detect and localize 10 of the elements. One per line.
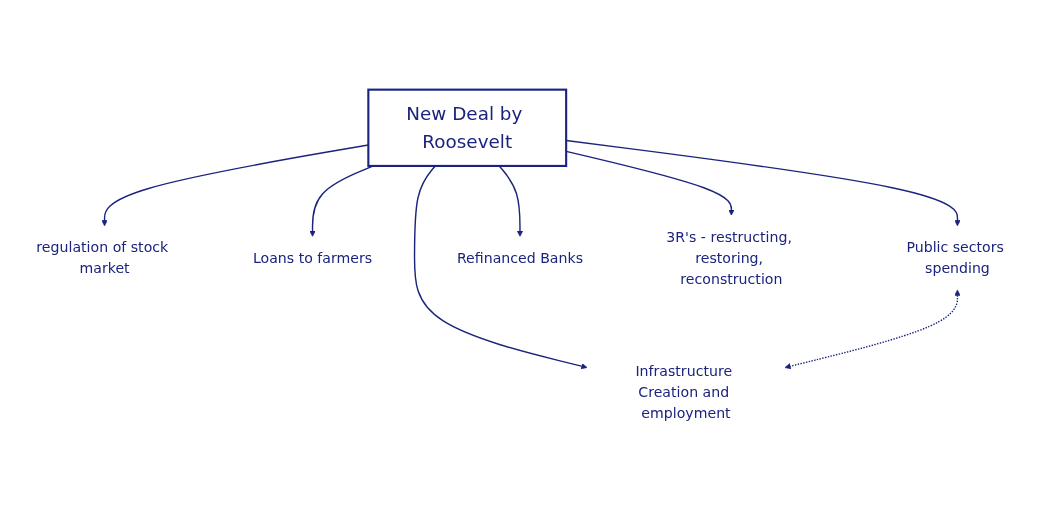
node-text: Public sectors spending: [906, 238, 1004, 277]
node-text: Refinanced Banks: [456, 249, 584, 267]
arrow: [413, 165, 588, 370]
node-text: 3R's - restructing, restoring, reconstruction: [666, 228, 792, 288]
arrow: [784, 289, 961, 370]
node-text: regulation of stock market: [36, 238, 169, 277]
node-text: Infrastructure Creation and employment: [635, 362, 733, 422]
node-text: Loans to farmers: [252, 249, 373, 267]
node-box: New Deal by Roosevelt: [367, 88, 568, 167]
arrow: [498, 165, 524, 237]
